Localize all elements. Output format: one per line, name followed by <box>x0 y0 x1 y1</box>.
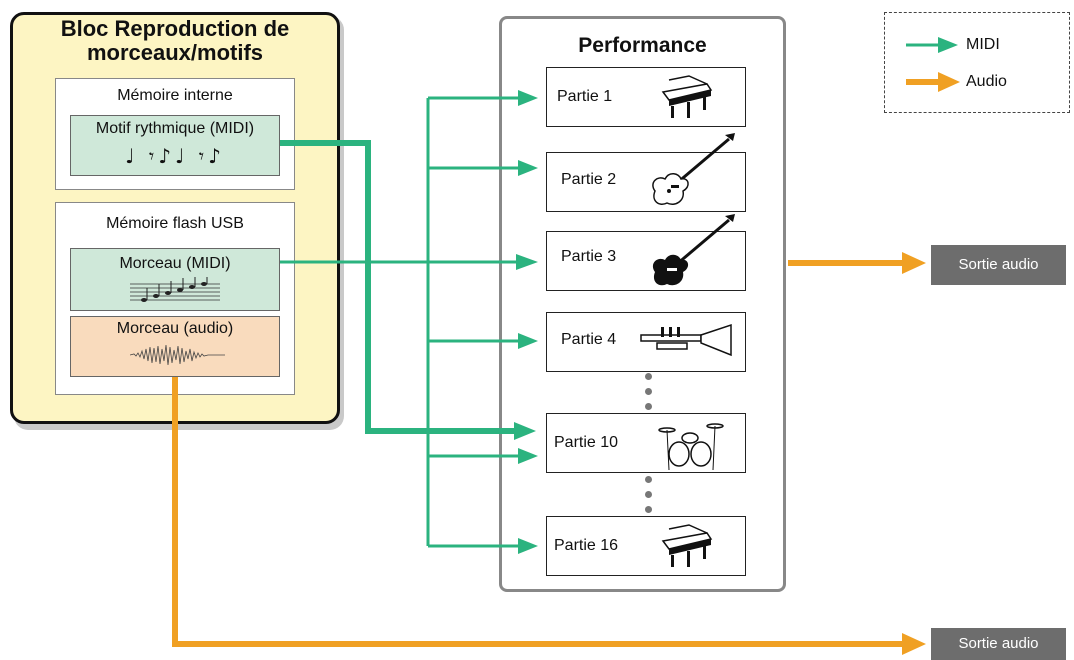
audio-output-box-top: Sortie audio <box>931 245 1066 285</box>
ellipsis-dots <box>645 476 653 521</box>
bloc-title: Bloc Reproduction de morceaux/motifs <box>10 17 340 65</box>
part-16-box: Partie 16 <box>546 516 746 576</box>
ellipsis-dots <box>645 373 653 418</box>
audio-arrowheads <box>902 252 926 655</box>
audio-output-box-bottom: Sortie audio <box>931 628 1066 660</box>
part-10-box: Partie 10 <box>546 413 746 473</box>
part-label: Partie 10 <box>554 434 619 451</box>
part-label: Partie 16 <box>554 537 619 554</box>
audio-waveform-icon <box>130 344 225 366</box>
sheet-music-icon <box>130 277 220 302</box>
trumpet-icon <box>640 323 732 357</box>
song-audio-label: Morceau (audio) <box>116 320 234 337</box>
part-label: Partie 2 <box>561 171 617 188</box>
part-3-box: Partie 3 <box>546 214 746 291</box>
bloc-title-line1: Bloc Reproduction de <box>60 16 290 41</box>
grand-piano-icon <box>661 524 713 567</box>
electric-guitar-icon <box>652 133 735 205</box>
part-1-box: Partie 1 <box>546 67 746 127</box>
song-midi-box <box>70 248 280 311</box>
midi-arrow-thick <box>514 422 536 440</box>
bass-guitar-icon <box>652 214 735 286</box>
legend-audio-label: Audio <box>966 73 1007 90</box>
legend <box>884 12 1070 113</box>
rhythm-pattern-box <box>70 115 280 176</box>
song-midi-label: Morceau (MIDI) <box>119 255 231 272</box>
part-label: Partie 1 <box>557 88 613 105</box>
bloc-title-line2: morceaux/motifs <box>86 40 264 65</box>
legend-arrows <box>906 37 960 92</box>
part-4-box: Partie 4 <box>546 312 746 372</box>
grand-piano-icon <box>661 75 713 118</box>
music-notes-icon: ♩ 𝄾♪♩ 𝄾♪ <box>125 144 225 168</box>
part-label: Partie 4 <box>561 331 617 348</box>
part-2-box: Partie 2 <box>546 133 746 212</box>
drum-kit-icon <box>658 423 724 471</box>
performance-title: Performance <box>578 34 707 57</box>
usb-flash-memory-label: Mémoire flash USB <box>106 215 244 232</box>
song-audio-box <box>70 316 280 377</box>
internal-memory-label: Mémoire interne <box>117 87 233 104</box>
midi-arrowheads <box>516 90 538 554</box>
part-label: Partie 3 <box>561 248 617 265</box>
legend-midi-label: MIDI <box>966 36 1000 53</box>
rhythm-pattern-label: Motif rythmique (MIDI) <box>95 120 255 137</box>
